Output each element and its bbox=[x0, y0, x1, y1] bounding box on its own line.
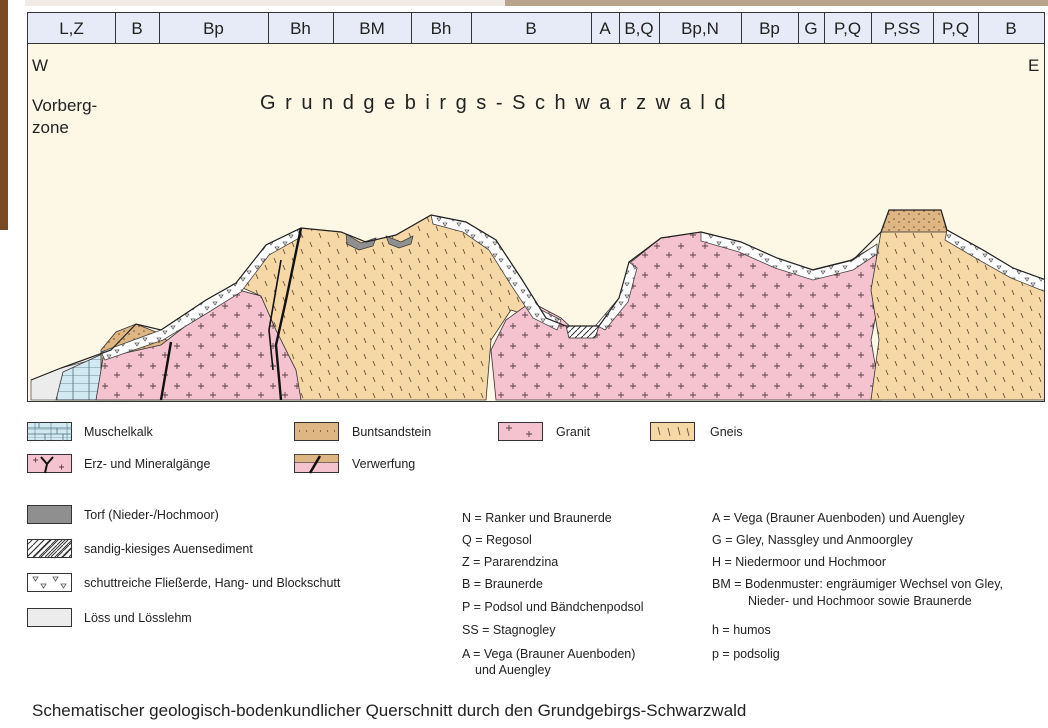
east-label: E bbox=[1028, 56, 1039, 76]
abbreviation-line: B = Braunerde bbox=[462, 576, 543, 592]
legend-label: schuttreiche Fließerde, Hang- und Blocks… bbox=[84, 576, 340, 590]
abbreviation-line: N = Ranker und Braunerde bbox=[462, 510, 612, 526]
legend-label: Verwerfung bbox=[352, 457, 415, 471]
abbreviation-line: SS = Stagnogley bbox=[462, 622, 555, 638]
erz-swatch bbox=[27, 454, 73, 474]
gneiss-right-area bbox=[871, 230, 1045, 400]
abbreviation-line: G = Gley, Nassgley und Anmoorgley bbox=[712, 532, 913, 548]
abbreviation-line: p = podsolig bbox=[712, 646, 780, 662]
soil-cell: Bh bbox=[411, 13, 472, 45]
cross-section-panel: W E Vorberg- zone G r u n d g e b i r g … bbox=[27, 44, 1045, 402]
abbreviation-line: Q = Regosol bbox=[462, 532, 532, 548]
legend-label: Gneis bbox=[710, 425, 743, 439]
soil-cell: Bp bbox=[741, 13, 799, 45]
vorberg-zone-label-2: zone bbox=[32, 118, 69, 138]
granit-swatch bbox=[498, 422, 544, 442]
soil-cell: B bbox=[115, 13, 160, 45]
soil-cell: P,Q bbox=[933, 13, 979, 45]
torf-swatch bbox=[27, 505, 73, 525]
abbreviation-line: A = Vega (Brauner Auenboden) und Auengle… bbox=[712, 510, 965, 526]
figure-caption: Schematischer geologisch-bodenkundlicher… bbox=[32, 701, 746, 721]
top-strip-right bbox=[505, 0, 1048, 6]
west-label: W bbox=[32, 56, 48, 76]
abbreviation-line: H = Niedermoor und Hochmoor bbox=[712, 554, 886, 570]
soil-cell: B bbox=[978, 13, 1044, 45]
legend-label: Erz- und Mineralgänge bbox=[84, 457, 210, 471]
auensediment-swatch bbox=[27, 539, 73, 559]
abbreviation-line: Z = Pararendzina bbox=[462, 554, 558, 570]
soil-cell: L,Z bbox=[28, 13, 116, 45]
legend-label: Granit bbox=[556, 425, 590, 439]
legend-label: Torf (Nieder-/Hochmoor) bbox=[84, 508, 219, 522]
abbreviation-line: A = Vega (Brauner Auenboden) bbox=[462, 646, 635, 662]
soil-cell: A bbox=[591, 13, 620, 45]
abbreviation-line: BM = Bodenmuster: engräumiger Wechsel vo… bbox=[712, 576, 1003, 592]
soil-cell: P,SS bbox=[871, 13, 934, 45]
soil-cell: Bh bbox=[268, 13, 334, 45]
schutt-swatch bbox=[27, 573, 73, 593]
soil-cell: G bbox=[798, 13, 825, 45]
left-brown-edge bbox=[0, 0, 8, 230]
vorberg-zone-label-1: Vorberg- bbox=[32, 96, 97, 116]
legend-label: Muschelkalk bbox=[84, 425, 153, 439]
legend-label: Buntsandstein bbox=[352, 425, 431, 439]
soil-cell: Bp bbox=[159, 13, 269, 45]
soil-cell: BM bbox=[333, 13, 412, 45]
soil-type-row: L,Z B Bp Bh BM Bh B A B,Q Bp,N Bp G P,Q … bbox=[27, 12, 1045, 44]
muschelkalk-swatch bbox=[27, 422, 73, 442]
verwerfung-swatch bbox=[294, 454, 340, 474]
abbreviation-line: und Auengley bbox=[475, 662, 551, 678]
buntsandstein-right bbox=[881, 210, 947, 232]
gneis-swatch bbox=[650, 422, 696, 442]
abbreviation-line: h = humos bbox=[712, 622, 771, 638]
legend-label: sandig-kiesiges Auensediment bbox=[84, 542, 253, 556]
soil-cell: B bbox=[471, 13, 592, 45]
buntsandstein-swatch bbox=[294, 422, 340, 442]
profile-title: G r u n d g e b i r g s - S c h w a r z … bbox=[260, 92, 727, 115]
auensediment-area bbox=[566, 326, 599, 338]
abbreviation-line: P = Podsol und Bändchenpodsol bbox=[462, 599, 644, 615]
loess-swatch bbox=[27, 608, 73, 628]
top-strip-left bbox=[25, 0, 505, 6]
abbreviation-line: Nieder- und Hochmoor sowie Braunerde bbox=[748, 593, 972, 609]
soil-cell: B,Q bbox=[619, 13, 660, 45]
soil-cell: P,Q bbox=[824, 13, 872, 45]
legend-label: Löss und Lösslehm bbox=[84, 611, 192, 625]
soil-cell: Bp,N bbox=[659, 13, 742, 45]
